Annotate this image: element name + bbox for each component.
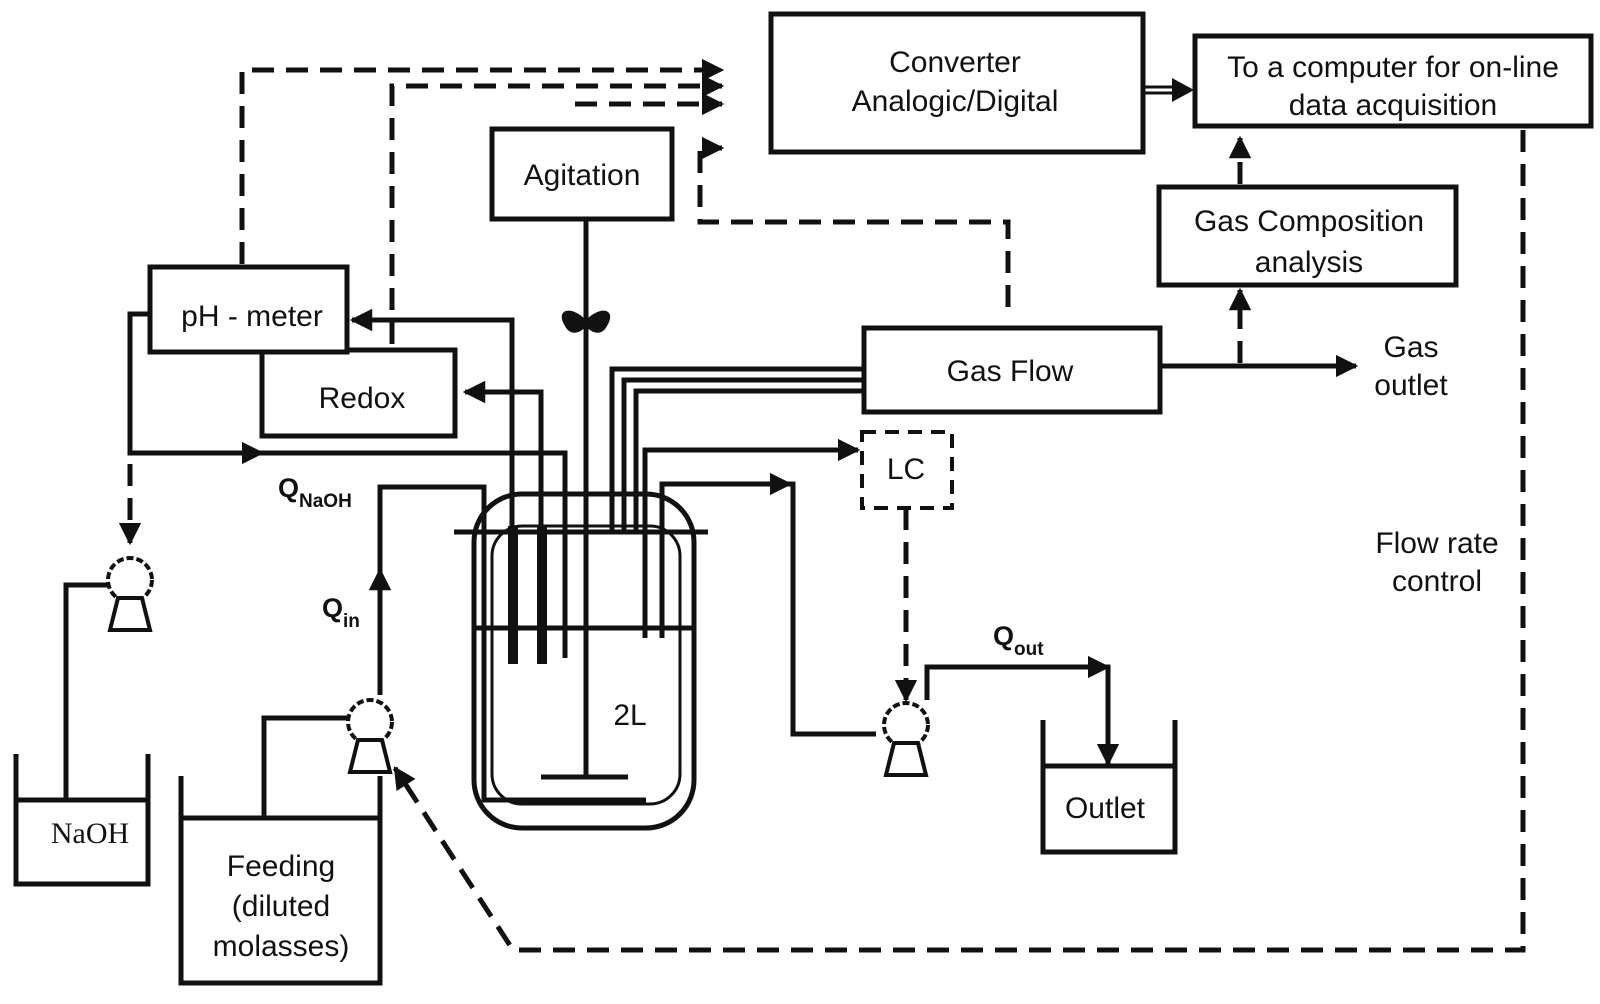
computer-box bbox=[1192, 33, 1594, 129]
agitation-label: Agitation bbox=[524, 159, 641, 192]
naoh-feed-line bbox=[127, 314, 568, 658]
converter-to-computer-link bbox=[1144, 85, 1176, 95]
gas-flow-box bbox=[861, 325, 1163, 415]
gas-composition-box bbox=[1156, 184, 1459, 288]
gasflow-signal-line bbox=[697, 136, 1011, 307]
pump-icon bbox=[106, 556, 154, 632]
redox-label: Redox bbox=[319, 382, 406, 415]
naoh-tank bbox=[13, 754, 151, 887]
reactor-inner-wall bbox=[490, 524, 682, 806]
gas-line-3 bbox=[633, 388, 864, 534]
ph-meter-label: pH - meter bbox=[181, 300, 323, 333]
probe-rod-redox bbox=[537, 526, 547, 664]
lc-label: LC bbox=[887, 453, 925, 486]
gas-flow-label: Gas Flow bbox=[947, 355, 1074, 388]
redox-box bbox=[259, 347, 458, 439]
feeding-tank bbox=[178, 776, 383, 986]
q-out-label: Qout bbox=[993, 621, 1044, 660]
outlet-pipe bbox=[924, 664, 1120, 767]
converter-box bbox=[768, 11, 1146, 155]
agitator-impeller-icon bbox=[561, 310, 611, 333]
ph-meter-box bbox=[147, 264, 350, 355]
naoh-tank-label: NaOH bbox=[51, 817, 129, 850]
reactor-volume-label: 2L bbox=[613, 699, 646, 732]
molasses-feed-line bbox=[377, 484, 646, 803]
outlet-tank-label: Outlet bbox=[1065, 792, 1146, 825]
effluent-line bbox=[659, 481, 876, 737]
gas-line-1 bbox=[609, 366, 864, 534]
ph-signal-line bbox=[239, 58, 725, 264]
ph-to-naoh-pump-line bbox=[118, 311, 150, 546]
naoh-tank-pipe bbox=[63, 582, 110, 800]
level-sensor-line bbox=[642, 438, 861, 638]
pump-icon bbox=[346, 698, 394, 774]
flow-rate-control-line bbox=[392, 130, 1526, 953]
agitation-box bbox=[489, 126, 675, 222]
redox-signal-line bbox=[389, 74, 725, 344]
reactor-vessel-icon bbox=[471, 491, 697, 831]
lc-box bbox=[860, 430, 954, 510]
gas-line-2 bbox=[621, 377, 864, 534]
probe-rod-ph bbox=[508, 526, 518, 664]
arrow-icon bbox=[1172, 78, 1194, 102]
outlet-tank bbox=[1040, 720, 1178, 855]
q-naoh-label: QNaOH bbox=[278, 473, 352, 512]
feeding-tank-pipe bbox=[261, 715, 348, 818]
q-in-label: Qin bbox=[322, 593, 360, 632]
pump-icon bbox=[882, 701, 930, 777]
